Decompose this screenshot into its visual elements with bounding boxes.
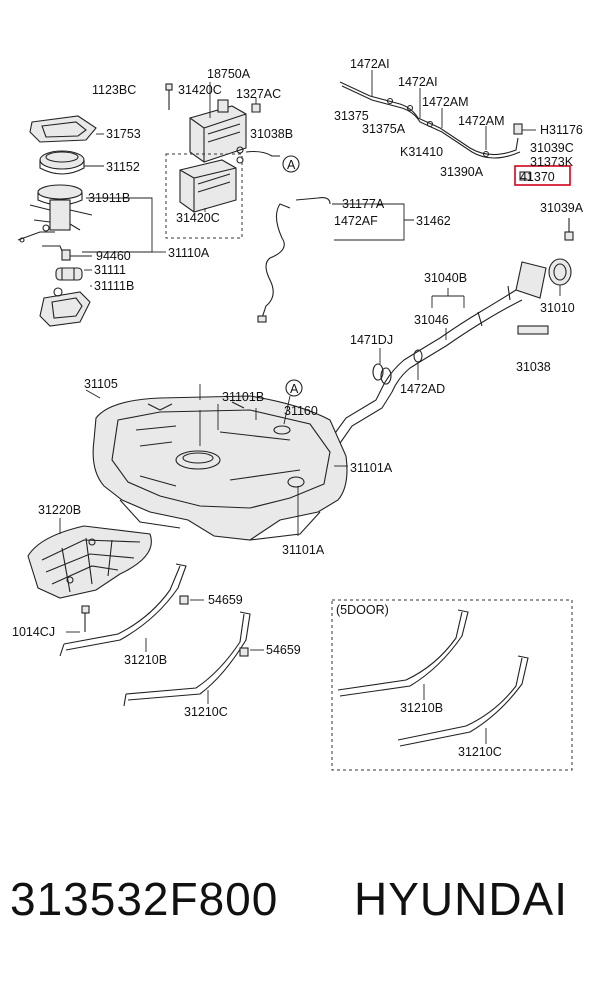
label-94460: 94460 — [96, 249, 131, 263]
label-31040B: 31040B — [424, 271, 467, 285]
label-31420C-variant: 31420C — [176, 211, 220, 225]
label-31038B: 31038B — [250, 127, 293, 141]
part-31152-lock-ring — [39, 150, 85, 175]
part-94460-sender — [42, 245, 92, 261]
highlight-box-41370 — [514, 165, 571, 186]
part-31210C-strap-5door — [397, 655, 529, 747]
label-1123BC: 1123BC — [92, 83, 136, 97]
part-1014CJ-bolt — [81, 605, 90, 632]
label-1471DJ: 1471DJ — [350, 333, 393, 347]
part-31111-filter — [55, 267, 83, 281]
part-31210B-strap-5door — [337, 609, 469, 697]
label-1472AF: 1472AF — [334, 214, 378, 228]
part-31040B-filler-neck — [329, 261, 547, 447]
label-31210C-2: 31210C — [458, 745, 502, 759]
label-31101A-1: 31101A — [350, 461, 393, 475]
footer: 313532F800 HYUNDAI — [0, 872, 600, 952]
label-31375A: 31375A — [362, 122, 406, 136]
part-31420C-canister-variant — [179, 159, 237, 213]
label-31462: 31462 — [416, 214, 451, 228]
part-1327AC-clip — [251, 103, 261, 113]
part-31111B-base — [39, 287, 91, 327]
label-31010: 31010 — [540, 301, 575, 315]
label-31177A: 31177A — [342, 197, 385, 211]
part-31110A-pump-module — [17, 184, 93, 243]
part-31010-fuel-cap — [548, 258, 572, 286]
part-31039A-bolt — [564, 218, 574, 241]
brand-name: HYUNDAI — [354, 873, 569, 925]
label-31911B: 31911B — [88, 191, 130, 205]
part-31420C-canister — [189, 99, 247, 164]
label-31220B: 31220B — [38, 503, 81, 517]
label-31373K: 31373K — [530, 155, 574, 169]
part-31038B-hose — [245, 150, 280, 157]
fuel-system-diagram: 1123BC 18750A 31420C 1327AC 31753 31038B… — [12, 57, 584, 771]
label-31160: 31160 — [284, 404, 318, 418]
label-31210C-1: 31210C — [184, 705, 228, 719]
label-31210B-1: 31210B — [124, 653, 167, 667]
label-31753: 31753 — [106, 127, 141, 141]
ref-circle-a-1 — [282, 155, 300, 173]
label-1472AI-2: 1472AI — [398, 75, 438, 89]
part-31210C-strap — [123, 611, 251, 707]
label-1472AI-1: 1472AI — [350, 57, 390, 71]
label-1327AC: 1327AC — [236, 87, 281, 101]
label-1472AD: 1472AD — [400, 382, 445, 396]
part-54659-nut — [179, 595, 189, 605]
label-31110A: 31110A — [168, 246, 210, 260]
label-31390A: 31390A — [440, 165, 484, 179]
label-41370: 41370 — [520, 170, 555, 184]
label-31039C: 31039C — [530, 141, 574, 155]
label-31101B: 31101B — [222, 390, 264, 404]
label-54659-1: 54659 — [208, 593, 243, 607]
label-1472AM-1: 1472AM — [422, 95, 469, 109]
label-K31410: K31410 — [400, 145, 443, 159]
label-31210B-2: 31210B — [400, 701, 443, 715]
part-1471DJ-clamp — [372, 363, 392, 385]
label-31038: 31038 — [516, 360, 551, 374]
circle-a-letter-1: A — [287, 158, 296, 172]
label-H31176: H31176 — [540, 123, 583, 137]
label-31420C: 31420C — [178, 83, 222, 97]
part-31462-vapor-hose — [257, 197, 331, 323]
part-labels: 1123BC 18750A 31420C 1327AC 31753 31038B… — [12, 57, 584, 759]
part-vent-lines — [339, 81, 523, 159]
part-31753-gasket — [29, 115, 97, 143]
canister-variant-box — [165, 153, 243, 239]
part-54659-nut-2 — [239, 647, 249, 657]
label-1014CJ: 1014CJ — [12, 625, 55, 639]
ref-circle-a-2 — [285, 379, 303, 397]
part-number: 313532F800 — [10, 873, 279, 925]
part-41370-clip — [519, 171, 531, 181]
label-5door: (5DOOR) — [336, 603, 389, 617]
part-31210B-strap — [59, 563, 187, 657]
label-31111: 31111 — [94, 263, 126, 277]
part-31220B-heat-shield — [27, 525, 152, 599]
label-31101A-2: 31101A — [282, 543, 325, 557]
label-31039A: 31039A — [540, 201, 584, 215]
label-54659-2: 54659 — [266, 643, 301, 657]
part-31038-label-plate — [517, 325, 549, 335]
label-31046: 31046 — [414, 313, 449, 327]
label-18750A: 18750A — [207, 67, 251, 81]
circle-a-letter-2: A — [290, 382, 299, 396]
part-31105-fuel-tank — [92, 395, 348, 541]
label-1472AM-2: 1472AM — [458, 114, 505, 128]
part-1123BC-bolt — [165, 83, 173, 110]
label-31111B: 31111B — [94, 279, 134, 293]
label-31152: 31152 — [106, 160, 140, 174]
label-31105: 31105 — [84, 377, 118, 391]
five-door-box — [331, 599, 573, 771]
label-31375: 31375 — [334, 109, 369, 123]
